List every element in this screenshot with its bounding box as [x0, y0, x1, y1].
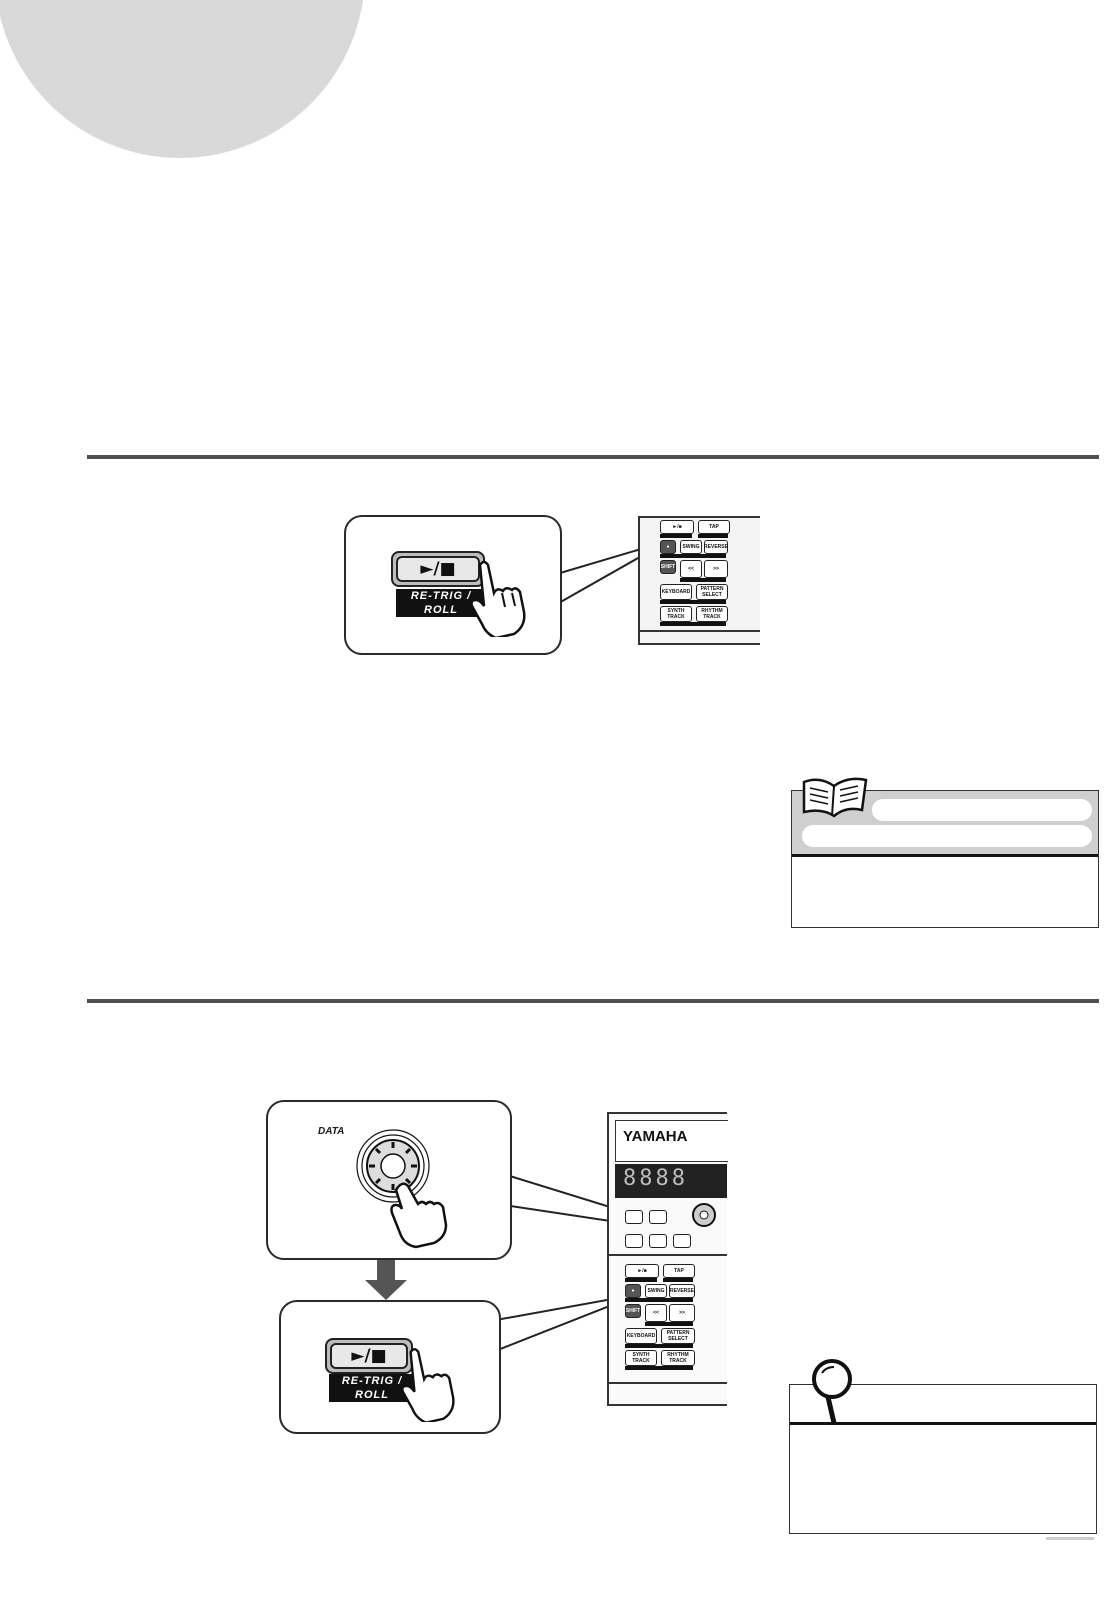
yamaha-logo: YAMAHA — [623, 1128, 688, 1145]
pointing-hand-icon — [470, 560, 526, 637]
tip-box — [789, 1384, 1097, 1534]
led-display: 8888 — [623, 1166, 688, 1191]
play-stop-button[interactable]: ►/■ — [391, 551, 485, 587]
magnifier-icon — [812, 1359, 852, 1424]
down-arrow-icon — [365, 1260, 407, 1300]
illustration-dial-then-play: DATA ►/■ RE-TRIG / ROLL — [265, 1100, 728, 1434]
open-book-icon — [802, 777, 868, 818]
device-panel-fragment: ►/■ TAP ● SWING REVERSE SHIFT << >> KEYB… — [638, 516, 760, 645]
retrig-roll-label-2: RE-TRIG / ROLL — [329, 1374, 415, 1402]
callout-data-dial: DATA — [266, 1100, 512, 1260]
data-dial-label: DATA — [318, 1126, 345, 1137]
device-panel-2: YAMAHA 8888 ►/■ TAP ● SWING REVERSE SHIF… — [607, 1112, 728, 1406]
play-stop-button-face-2: ►/■ — [330, 1343, 408, 1369]
mini-data-dial-icon — [692, 1203, 716, 1227]
chapter-tab-circle — [0, 0, 365, 158]
play-stop-button-face: ►/■ — [396, 556, 480, 582]
play-stop-button-2[interactable]: ►/■ — [325, 1338, 413, 1374]
pointing-hand-icon — [390, 1182, 448, 1249]
callout-play-stop-2: ►/■ RE-TRIG / ROLL — [279, 1300, 501, 1434]
pointing-hand-icon — [401, 1347, 455, 1422]
data-dial-knob[interactable] — [353, 1126, 433, 1206]
section-rule-2 — [87, 999, 1099, 1003]
page-footer-mark — [1046, 1537, 1094, 1540]
illustration-press-play: ►/■ RE-TRIG / ROLL ►/■ TAP ● SWING REVER… — [340, 515, 1106, 655]
callout-bubble: ►/■ RE-TRIG / ROLL — [344, 515, 562, 655]
section-rule-1 — [87, 455, 1099, 459]
